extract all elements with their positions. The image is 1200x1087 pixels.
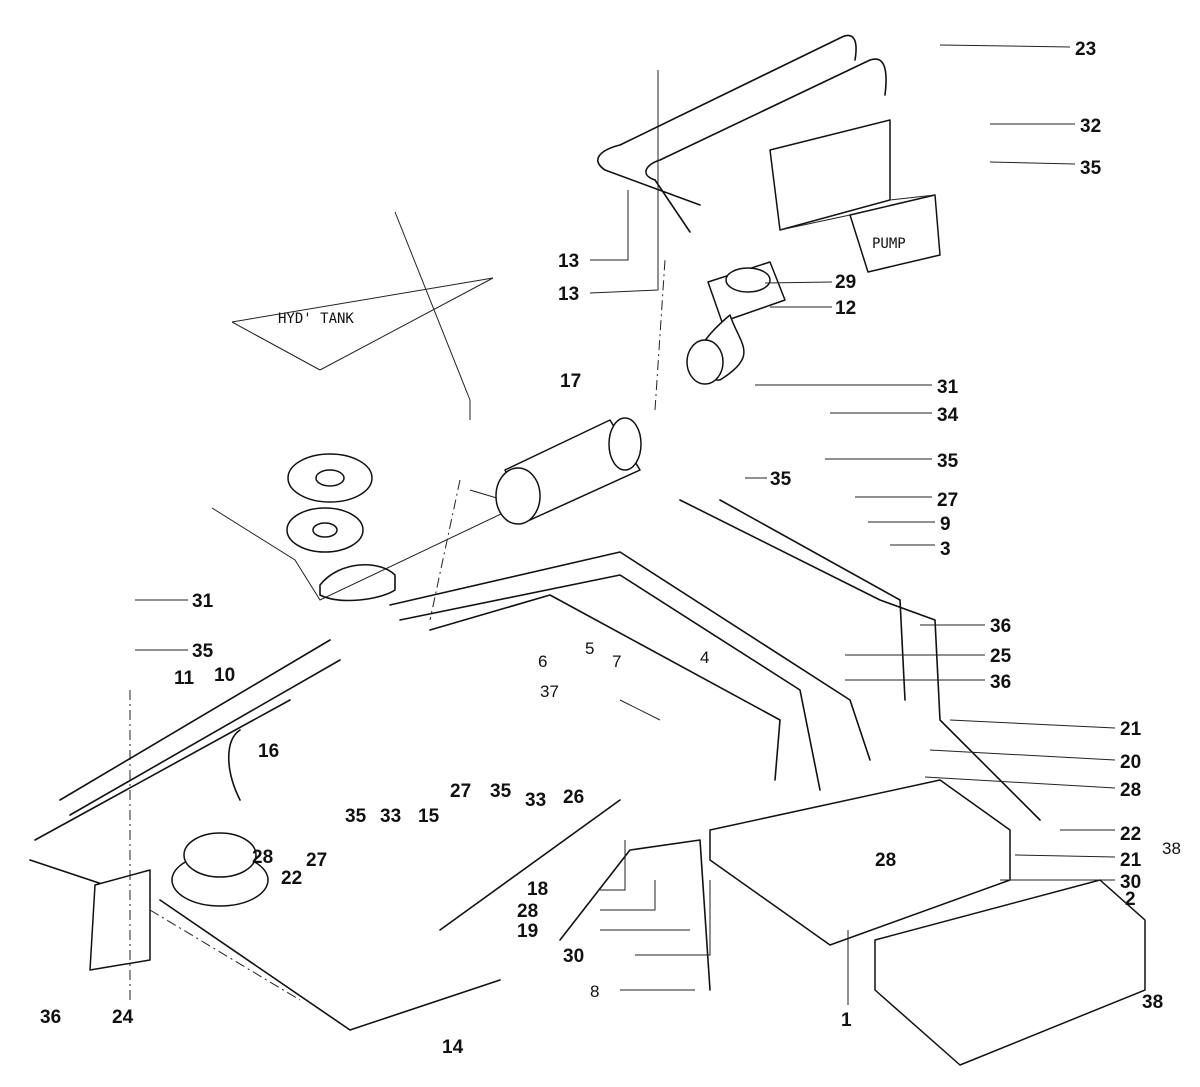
- callout-35: 35: [345, 806, 367, 827]
- callout-31: 31: [192, 591, 214, 612]
- callout-30: 30: [563, 946, 584, 967]
- callout-34: 34: [937, 405, 959, 426]
- hydraulic-tank: HYD' TANK: [211, 211, 522, 602]
- callout-35: 35: [490, 781, 512, 802]
- callout-18: 18: [527, 879, 548, 900]
- callout-28: 28: [517, 901, 538, 922]
- callout-33: 33: [380, 806, 401, 827]
- callout-1: 1: [841, 1010, 852, 1031]
- pump: PUMP: [769, 119, 941, 273]
- callout-13a: 13: [558, 251, 579, 272]
- callout-25: 25: [990, 646, 1012, 667]
- callout-21: 21: [1120, 850, 1142, 871]
- callout-labels: 23 32 35 13 13 29 12 17 31 34 35 35 27 9…: [40, 39, 1181, 1058]
- callout-35: 35: [192, 641, 214, 662]
- callout-36: 36: [990, 616, 1011, 637]
- bracket-24: [89, 869, 151, 971]
- callout-6: 6: [538, 652, 547, 671]
- callout-14: 14: [442, 1037, 464, 1058]
- callout-10: 10: [214, 665, 235, 686]
- callout-35: 35: [770, 469, 792, 490]
- main-pipe-bundle: [29, 499, 1041, 1031]
- callout-26: 26: [563, 787, 584, 808]
- callout-38: 38: [1142, 992, 1163, 1013]
- callout-19: 19: [517, 921, 538, 942]
- leader-lines: [129, 44, 1116, 1005]
- callout-29: 29: [835, 272, 856, 293]
- callout-7: 7: [612, 652, 621, 671]
- callout-9: 9: [940, 514, 951, 535]
- callout-28: 28: [252, 847, 273, 868]
- pump-label: PUMP: [872, 236, 906, 252]
- callout-17: 17: [560, 371, 581, 392]
- pressure-lines-top: [597, 34, 887, 233]
- callout-21: 21: [1120, 719, 1142, 740]
- callout-30: 30: [1120, 872, 1141, 893]
- callout-32: 32: [1080, 116, 1101, 137]
- callout-2: 2: [1125, 889, 1136, 910]
- callout-28: 28: [875, 850, 896, 871]
- callout-36: 36: [990, 672, 1011, 693]
- callout-16: 16: [258, 741, 279, 762]
- callout-5: 5: [585, 639, 594, 658]
- callout-36: 36: [40, 1007, 61, 1028]
- callout-22: 22: [1120, 824, 1141, 845]
- return-filter: [171, 832, 269, 907]
- callout-8: 8: [590, 982, 599, 1001]
- callout-27: 27: [306, 850, 327, 871]
- callout-24: 24: [112, 1007, 134, 1028]
- callout-23: 23: [1075, 39, 1096, 60]
- tank-label: HYD' TANK: [278, 311, 354, 327]
- callout-27: 27: [937, 490, 958, 511]
- callout-33: 33: [525, 790, 546, 811]
- callout-22: 22: [281, 868, 302, 889]
- callout-13b: 13: [558, 284, 579, 305]
- callout-35: 35: [1080, 158, 1102, 179]
- suction-elbow: [686, 261, 786, 385]
- callout-28: 28: [1120, 780, 1141, 801]
- callout-35: 35: [937, 451, 959, 472]
- callout-38: 38: [1162, 839, 1181, 858]
- callout-37: 37: [540, 682, 559, 701]
- callout-11: 11: [174, 668, 195, 689]
- callout-27: 27: [450, 781, 471, 802]
- callout-20: 20: [1120, 752, 1141, 773]
- suction-filter-hose: [495, 417, 642, 525]
- callout-12: 12: [835, 298, 856, 319]
- callout-31: 31: [937, 377, 959, 398]
- callout-15: 15: [418, 806, 440, 827]
- callout-4: 4: [700, 648, 709, 667]
- callout-3: 3: [940, 539, 951, 560]
